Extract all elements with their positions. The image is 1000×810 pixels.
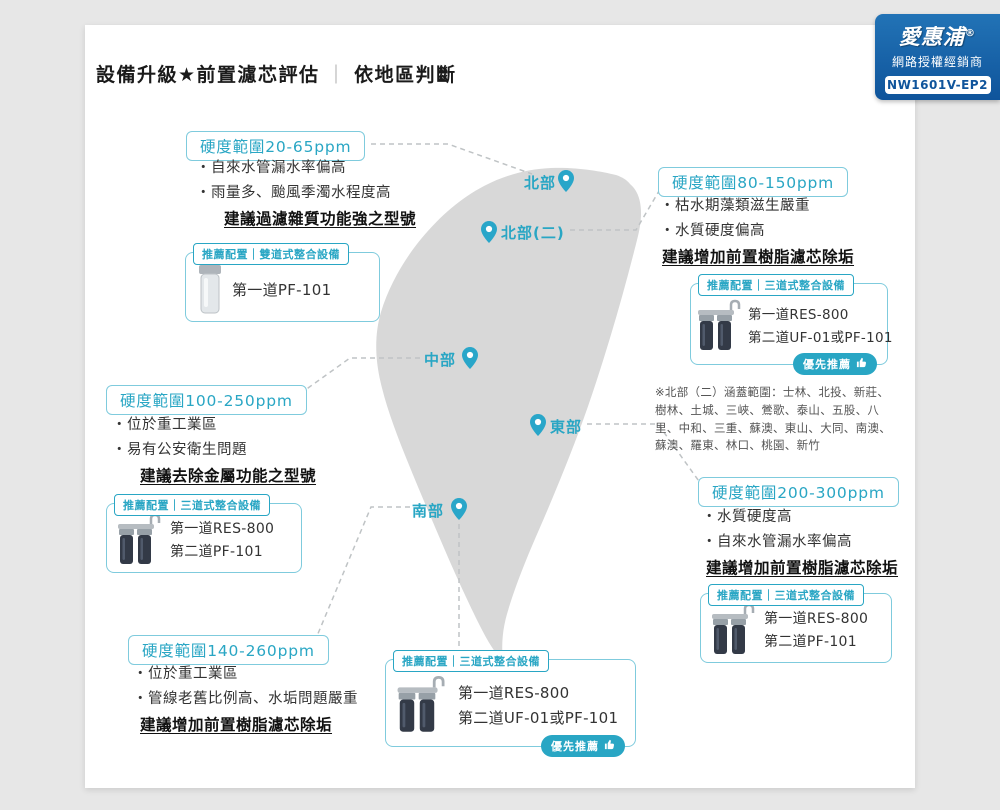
advice-text: 建議增加前置樹脂濾芯除垢 [140,716,333,734]
map-pin-north [558,170,574,192]
notes-east: 水質硬度高 自來水管漏水率偏高 建議增加前置樹脂濾芯除垢 [702,505,898,582]
recommendation-config-label: 推薦配置｜三道式整合設備 [698,274,854,296]
recommendation-card-south: 推薦配置｜三道式整合設備 第一道RES-800 第二道UF-01或PF-101 [385,650,636,757]
bullet-item: 位於重工業區 [112,413,316,438]
recommendation-config-label: 推薦配置｜三道式整合設備 [708,584,864,606]
priority-badge: 優先推薦 [541,735,625,757]
bullet-item: 易有公安衛生問題 [112,438,316,463]
map-pin-east [530,414,546,436]
filter-stage-list: 第一道RES-800 第二道UF-01或PF-101 [458,681,618,731]
page-title-main: 設備升級★前置濾芯評估 [96,64,320,86]
filter-stage-2: 第二道PF-101 [764,634,857,650]
filter-stage-1: 第一道RES-800 [458,684,570,702]
filter-stage-2: 第二道PF-101 [170,544,263,560]
page-title: 設備升級★前置濾芯評估 ｜ 依地區判斷 [96,60,457,87]
triple-filter-image [697,298,743,356]
advice-text: 建議過濾雜質功能強之型號 [224,210,417,228]
map-pin-label-east: 東部 [550,418,583,436]
filter-stage-list: 第一道PF-101 [232,279,331,302]
bullet-item: 管線老舊比例高、水垢問題嚴重 [133,687,358,712]
filter-stage-1: 第一道PF-101 [232,280,332,299]
brand-name: 愛惠浦 [899,25,965,49]
filter-stage-list: 第一道RES-800 第二道PF-101 [764,608,868,654]
thumbs-up-icon [604,739,615,753]
priority-label: 優先推薦 [803,358,851,371]
recommendation-card-central: 推薦配置｜三道式整合設備 第一道RES-800 第二道PF-101 [106,494,302,573]
triple-filter-image [711,602,757,660]
advice-text: 建議增加前置樹脂濾芯除垢 [706,559,899,577]
map-pin-label-central: 中部 [424,351,457,369]
dealer-model-code: NW1601V-EP2 [884,76,991,94]
dealer-badge: 愛惠浦® 網路授權經銷商 NW1601V-EP2 [875,14,1000,100]
bullet-item: 枯水期藻類滋生嚴重 [660,194,854,219]
bullet-item: 水質硬度偏高 [660,219,854,244]
bullet-item: 位於重工業區 [133,662,358,687]
recommendation-config-label: 推薦配置｜三道式整合設備 [114,494,270,516]
hardness-range-east: 硬度範圍200-300ppm [698,477,899,507]
filter-stage-1: 第一道RES-800 [170,521,275,537]
map-pin-label-north: 北部 [524,174,557,192]
map-pin-north2 [481,221,497,243]
registered-mark: ® [965,28,976,39]
notes-north2: 枯水期藻類滋生嚴重 水質硬度偏高 建議增加前置樹脂濾芯除垢 [660,194,854,271]
map-pin-south [451,498,467,520]
notes-central: 位於重工業區 易有公安衛生問題 建議去除金屬功能之型號 [112,413,316,490]
recommendation-card-north2: 推薦配置｜三道式整合設備 第一道RES-800 第二道UF-01或PF-101 [690,274,892,375]
dealer-subtitle: 網路授權經銷商 [891,55,983,69]
triple-filter-image [117,512,163,570]
filter-stage-list: 第一道RES-800 第二道PF-101 [170,518,274,564]
hardness-range-central: 硬度範圍100-250ppm [106,385,307,415]
hardness-range-north2: 硬度範圍80-150ppm [658,167,849,197]
recommendation-card-north: 推薦配置｜雙道式整合設備 第一道PF-101 [185,243,380,322]
bullet-item: 自來水管漏水率偏高 [196,156,416,181]
thumbs-up-icon [856,357,867,371]
hardness-range-south: 硬度範圍140-260ppm [128,635,329,665]
north2-coverage-note: ※北部（二）涵蓋範圍：士林、北投、新莊、樹林、土城、三峽、鶯歌、泰山、五股、八里… [655,385,891,453]
notes-north: 自來水管漏水率偏高 雨量多、颱風季濁水程度高 建議過濾雜質功能強之型號 [196,156,416,233]
triple-filter-image [396,674,448,738]
recommendation-config-label: 推薦配置｜三道式整合設備 [393,650,549,672]
priority-badge: 優先推薦 [793,353,877,375]
page-title-sub: 依地區判斷 [354,64,457,86]
brand-logo: 愛惠浦® [875,21,1000,51]
priority-label: 優先推薦 [551,740,599,753]
bullet-item: 水質硬度高 [702,505,898,530]
title-divider: ｜ [326,64,348,86]
recommendation-card-east: 推薦配置｜三道式整合設備 第一道RES-800 第二道PF-101 [700,584,892,663]
notes-south: 位於重工業區 管線老舊比例高、水垢問題嚴重 建議增加前置樹脂濾芯除垢 [133,662,358,739]
bullet-item: 雨量多、颱風季濁水程度高 [196,181,416,206]
map-pin-label-north2: 北部(二) [501,224,565,242]
filter-stage-1: 第一道RES-800 [764,611,869,627]
filter-stage-1: 第一道RES-800 [748,307,849,323]
single-filter-image [196,261,224,319]
map-pin-central [462,347,478,369]
advice-text: 建議去除金屬功能之型號 [140,467,317,485]
filter-stage-list: 第一道RES-800 第二道UF-01或PF-101 [748,304,893,350]
recommendation-config-label: 推薦配置｜雙道式整合設備 [193,243,349,265]
filter-stage-2: 第二道UF-01或PF-101 [458,709,619,727]
map-pin-label-south: 南部 [412,502,445,520]
bullet-item: 自來水管漏水率偏高 [702,530,898,555]
advice-text: 建議增加前置樹脂濾芯除垢 [662,248,855,266]
filter-stage-2: 第二道UF-01或PF-101 [748,330,893,346]
